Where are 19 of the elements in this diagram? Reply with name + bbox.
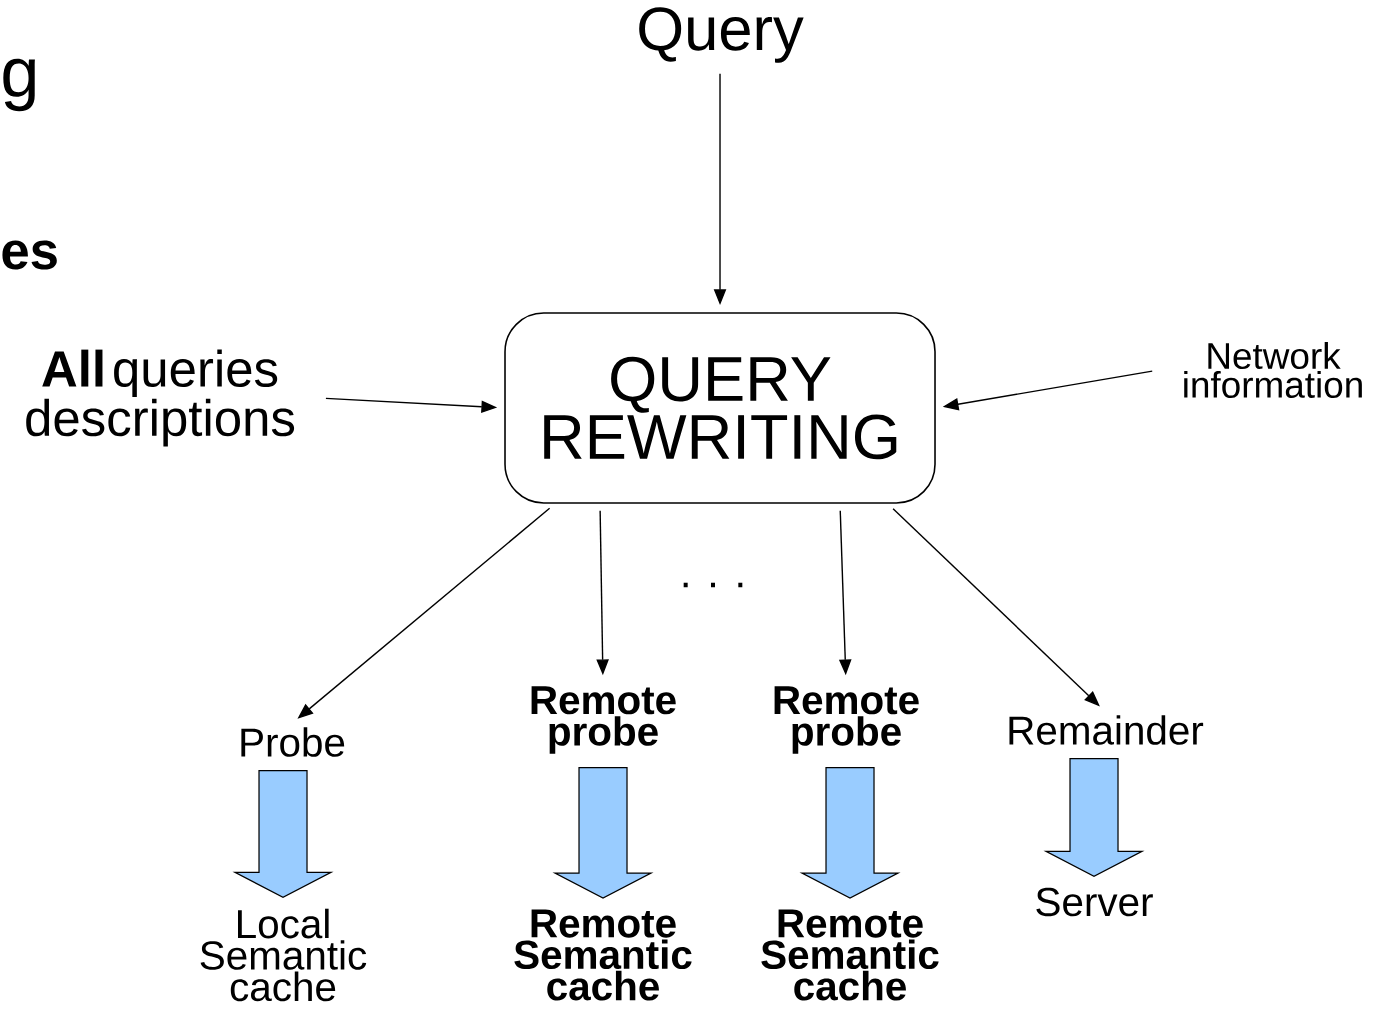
process-box: QUERY REWRITING (504, 312, 936, 504)
input-text: All queries descriptions (26, 349, 295, 447)
block-arrow (232, 770, 334, 899)
partial-text: es (2, 240, 57, 270)
destination-text: Server (1036, 887, 1153, 917)
output-text: Remote probe (531, 686, 676, 754)
input-text: Network information (1184, 342, 1362, 398)
block-arrow (1043, 758, 1145, 877)
block-arrow (799, 767, 901, 899)
ellipsis-text: . . . (683, 582, 743, 588)
output-text: Probe (241, 727, 345, 757)
destination-text: Remote Semantic cache (514, 909, 692, 1001)
output-text: Remainder (1009, 715, 1204, 745)
output-text: Remote probe (774, 686, 919, 754)
partial-text: g (3, 58, 35, 112)
destination-text: Local Semantic cache (200, 908, 367, 1002)
block-arrow (552, 767, 654, 899)
destination-text: Remote Semantic cache (761, 909, 939, 1001)
query-text: Query (639, 7, 804, 63)
